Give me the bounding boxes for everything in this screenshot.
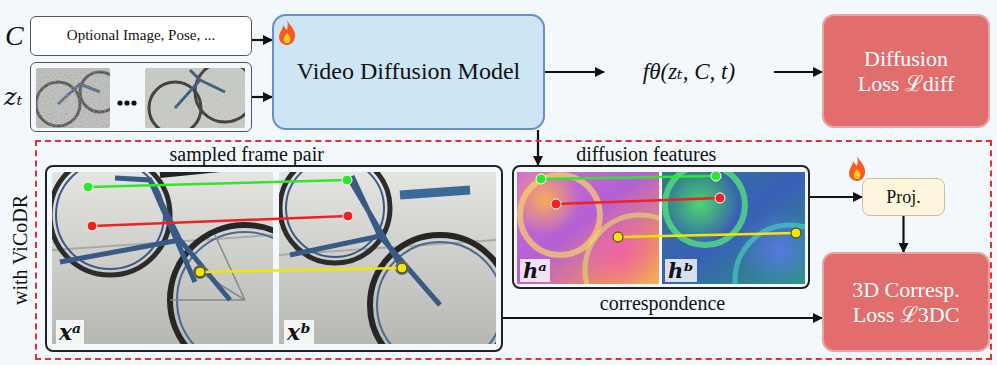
feature-correspondence-lines — [536, 171, 801, 242]
model-output: fθ(zₜ, C, t) — [604, 50, 774, 94]
latent-box: zₜ — [30, 62, 252, 132]
rect-shape — [36, 68, 110, 128]
arrow-connector — [545, 71, 604, 73]
fire-icon — [277, 19, 297, 46]
node-label: diffusion features — [572, 144, 720, 164]
arrow-connector — [503, 317, 822, 319]
circle-shape — [791, 228, 801, 238]
node-label: sampled frame pair — [166, 144, 328, 164]
model-box: Video Diffusion Model — [272, 14, 545, 130]
line-shape — [88, 180, 347, 187]
frame-image — [52, 172, 273, 344]
line-shape — [541, 176, 716, 179]
feature-map — [517, 172, 659, 284]
flame-outer — [849, 156, 865, 181]
circle-shape — [585, 215, 659, 284]
node-text: Diffusion Loss ℒdiff — [846, 46, 966, 97]
circle-shape — [395, 261, 409, 275]
line-shape — [618, 233, 796, 237]
noisy-frame — [36, 68, 110, 128]
node-text: 3D Corresp. Loss ℒ3DC — [841, 277, 971, 328]
projection-box: Proj. — [862, 178, 945, 216]
circle-shape — [195, 267, 205, 277]
extension-region: with ViCoDRsampled frame pairxᵃxᵇdiffusi… — [35, 140, 992, 360]
circle-shape — [342, 175, 352, 185]
arrow-connector — [774, 71, 822, 73]
circle-shape — [83, 182, 93, 192]
circle-shape — [117, 100, 122, 105]
input-box: COptional Image, Pose, ... — [30, 16, 252, 56]
circle-shape — [740, 210, 805, 284]
flame-inner — [284, 33, 291, 43]
line-shape — [92, 216, 348, 226]
feature-box: diffusion featureshᵃhᵇ — [512, 165, 810, 289]
frame-pair-box: sampled frame pairxᵃxᵇ — [45, 165, 503, 352]
circle-shape — [520, 175, 600, 255]
circle-shape — [397, 263, 407, 273]
path-shape — [400, 190, 470, 195]
flame-inner — [854, 169, 861, 179]
circle-shape — [711, 171, 721, 181]
loss-box: Diffusion Loss ℒdiff — [822, 14, 990, 128]
line-shape — [200, 268, 402, 272]
rect-shape — [145, 68, 245, 128]
node-text: fθ(zₜ, C, t) — [643, 59, 735, 85]
circle-shape — [87, 221, 97, 231]
arrow-connector — [537, 130, 539, 165]
circle-shape — [131, 100, 136, 105]
circle-shape — [715, 193, 725, 203]
flame-outer — [279, 20, 295, 45]
feature-map — [662, 172, 805, 284]
correspondence-lines — [83, 175, 407, 277]
circle-shape — [193, 265, 207, 279]
rect-shape — [145, 68, 245, 128]
node-label: C — [5, 21, 24, 52]
node-label: with ViCoDR — [9, 195, 31, 305]
rect-shape — [36, 68, 110, 128]
frame-image — [279, 172, 496, 344]
node-text: Proj. — [886, 187, 921, 208]
circle-shape — [343, 211, 353, 221]
circle-shape — [370, 235, 496, 344]
node-text: Video Diffusion Model — [297, 58, 520, 86]
noisy-frame — [145, 68, 245, 128]
node-text: Optional Image, Pose, ... — [67, 27, 215, 44]
node-label: xᵇ — [284, 320, 314, 344]
line-shape — [556, 198, 720, 204]
circle-shape — [551, 199, 561, 209]
arrow-connector — [252, 96, 272, 98]
path-shape — [160, 172, 230, 175]
node-label: xᵃ — [56, 320, 84, 344]
rect-shape — [52, 172, 273, 344]
node-label: zₜ — [4, 84, 23, 110]
circle-shape — [124, 100, 129, 105]
path-shape — [60, 178, 230, 300]
arrow-connector — [810, 196, 862, 198]
loss-box: 3D Corresp. Loss ℒ3DC — [822, 252, 990, 352]
node-label: hᵃ — [520, 259, 550, 282]
circle-shape — [613, 232, 623, 242]
ellipsis-dots — [117, 100, 136, 105]
fire-icon — [847, 155, 867, 182]
node-label: hᵇ — [665, 259, 697, 282]
circle-shape — [536, 174, 546, 184]
arrow-connector — [252, 39, 272, 41]
arrow-connector — [902, 216, 904, 252]
edge-label: correspondence — [596, 292, 730, 314]
